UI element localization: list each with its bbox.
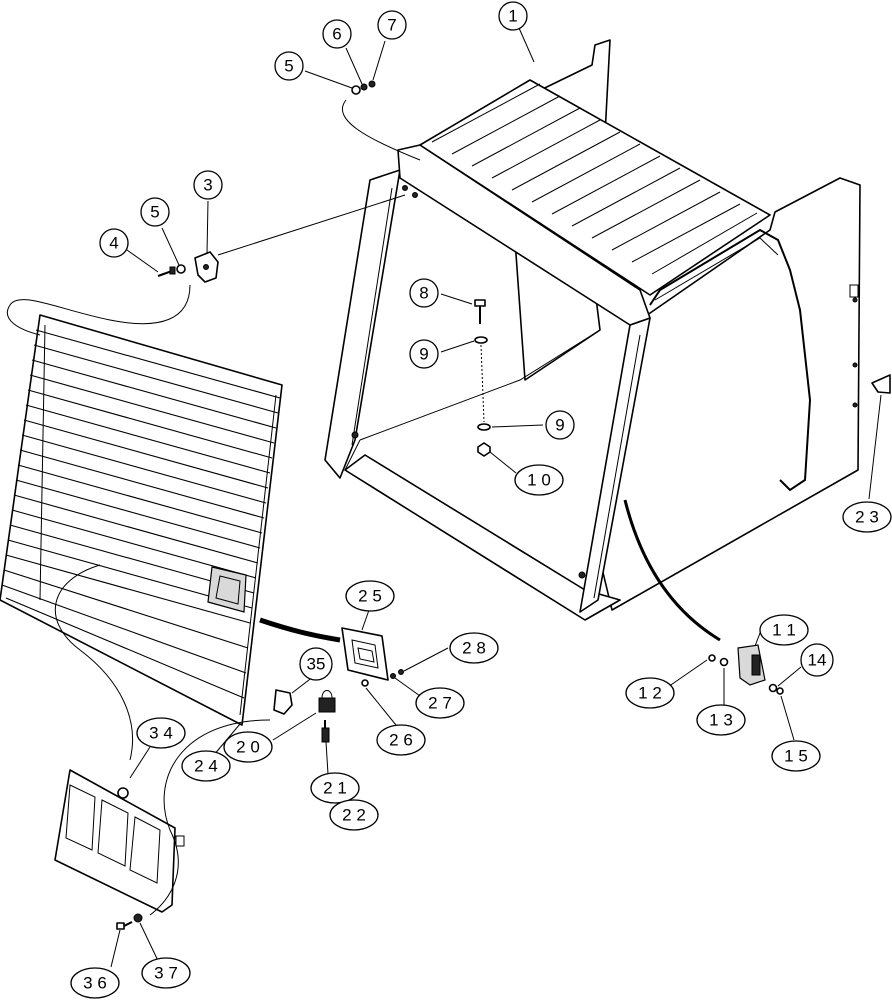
callout-25: 2 5: [345, 580, 395, 612]
callout-5-left-label: 5: [150, 203, 159, 222]
nut-10: [477, 442, 491, 457]
washer-14: [768, 683, 778, 693]
callout-10-label: 1 0: [527, 471, 551, 490]
callout-14: 14: [800, 643, 834, 677]
callout-35: 35: [299, 647, 333, 681]
callout-1: 1: [498, 1, 528, 31]
callout-24-label: 2 4: [194, 757, 218, 776]
callout-9-lower: 9: [545, 410, 575, 440]
clip-35: [273, 689, 293, 715]
washer-27: [390, 673, 396, 679]
callout-27: 2 7: [415, 687, 465, 719]
plate-34: [54, 769, 185, 913]
callout-15-label: 1 5: [784, 747, 808, 766]
callout-23-label: 2 3: [855, 508, 879, 527]
callout-27-label: 2 7: [428, 694, 452, 713]
callout-8: 8: [409, 278, 439, 308]
callout-6-label: 6: [332, 25, 341, 44]
bolt-4: [157, 266, 176, 277]
callout-5-top-label: 5: [284, 57, 293, 76]
callout-7-label: 7: [387, 16, 396, 35]
callout-13: 1 3: [696, 704, 746, 736]
bolt-36: [116, 921, 133, 930]
callout-9-lower-label: 9: [555, 416, 564, 435]
callout-9-upper-label: 9: [419, 345, 428, 364]
callout-23: 2 3: [842, 501, 892, 533]
callout-6: 6: [322, 19, 352, 49]
nut-28: [398, 669, 404, 675]
callout-3: 3: [193, 170, 223, 200]
callout-25-label: 2 5: [358, 587, 382, 606]
callout-11: 1 1: [759, 614, 809, 646]
callout-26-label: 2 6: [389, 731, 413, 750]
callout-4: 4: [99, 228, 129, 258]
washers-5-6-7: [351, 80, 376, 95]
callout-12: 1 2: [625, 677, 675, 709]
washer-9b: [477, 423, 491, 431]
bracket-3: [194, 251, 219, 283]
screw-26: [361, 679, 369, 687]
washer-12: [708, 654, 716, 662]
grille-door: [0, 314, 283, 726]
callout-13-label: 1 3: [709, 711, 733, 730]
washer-37: [133, 913, 143, 923]
callout-5-left: 5: [140, 197, 170, 227]
cab-frame: [324, 39, 861, 621]
callout-24: 2 4: [181, 750, 231, 782]
key-21-22: [321, 720, 330, 743]
callout-37-label: 3 7: [154, 964, 178, 983]
callout-28: 2 8: [449, 632, 499, 664]
callout-11-label: 1 1: [772, 621, 796, 640]
callout-4-label: 4: [109, 234, 118, 253]
callout-7: 7: [377, 10, 407, 40]
grille-bars: [1, 329, 281, 699]
callout-34: 3 4: [136, 717, 186, 749]
callout-26: 2 6: [376, 724, 426, 756]
callout-9-upper: 9: [409, 339, 439, 369]
callout-12-label: 1 2: [638, 684, 662, 703]
callout-10: 1 0: [514, 464, 564, 496]
padlock-20: [318, 690, 336, 713]
callout-22-label: 2 2: [342, 806, 366, 825]
callout-1-label: 1: [508, 7, 517, 26]
callout-22: 2 2: [329, 799, 379, 831]
callout-34-label: 3 4: [149, 724, 173, 743]
lock-plate-25: [341, 627, 389, 681]
nut-15: [776, 687, 784, 695]
callout-21: 2 1: [310, 772, 360, 804]
callout-35-label: 35: [307, 655, 326, 674]
callout-20-label: 2 0: [236, 738, 260, 757]
callout-21-label: 2 1: [323, 779, 347, 798]
callout-5-top: 5: [274, 51, 304, 81]
washer-5a: [176, 264, 186, 274]
latch-11: [737, 644, 766, 686]
leader-lines: [7, 27, 882, 968]
knob-23: [871, 374, 891, 394]
callout-8-label: 8: [419, 284, 428, 303]
callout-15: 1 5: [771, 740, 821, 772]
washer-13: [719, 657, 729, 667]
callout-28-label: 2 8: [462, 639, 486, 658]
callout-3-label: 3: [203, 176, 212, 195]
roof-slats: [431, 83, 758, 275]
callout-36-label: 3 6: [83, 974, 107, 993]
callout-20: 2 0: [223, 731, 273, 763]
bolt-8: [474, 299, 486, 324]
callout-14-label: 14: [808, 651, 827, 670]
washer-9a: [474, 336, 488, 344]
callout-36: 3 6: [70, 967, 120, 999]
callout-37: 3 7: [141, 957, 191, 989]
